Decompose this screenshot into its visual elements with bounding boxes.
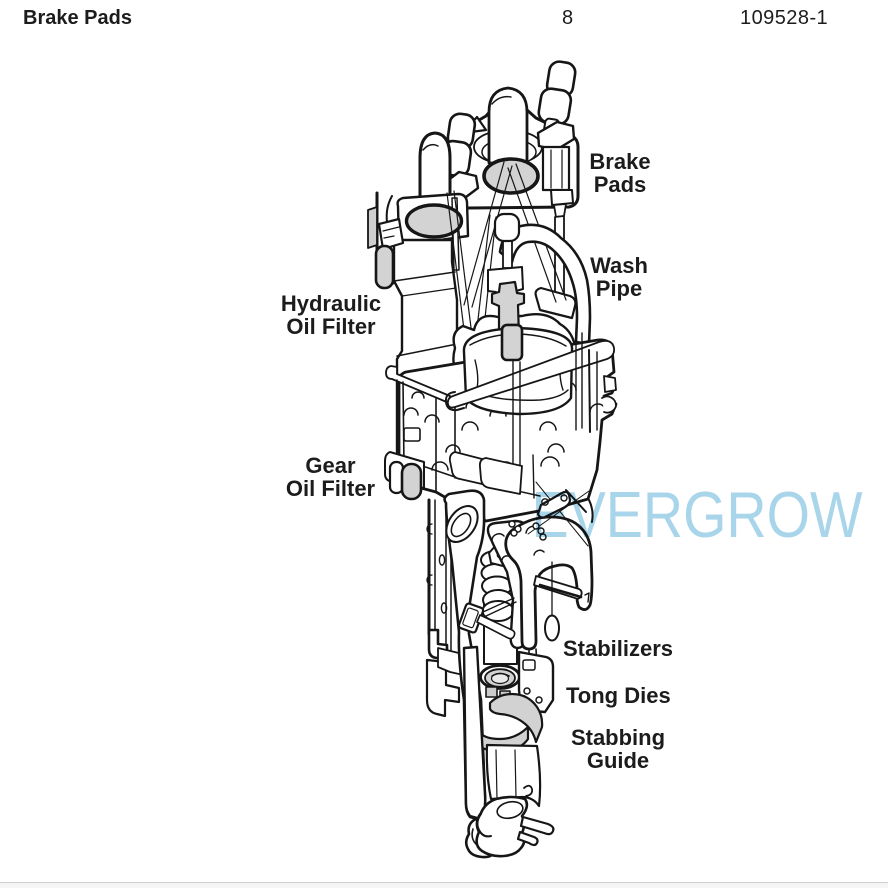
svg-text:EVERGROW: EVERGROW: [532, 479, 863, 551]
